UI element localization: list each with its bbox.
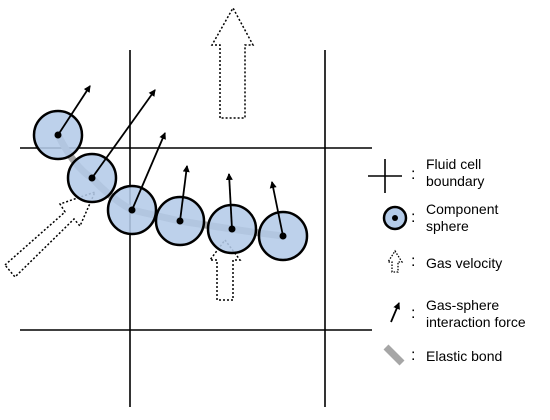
legend-symbols	[368, 159, 408, 366]
force-arrow-1	[57, 85, 91, 136]
force-arrow-2	[91, 89, 156, 179]
legend-gas-line1: Gas velocity	[426, 255, 503, 271]
legend-grid-line1: Fluid cell	[426, 156, 482, 172]
component-spheres	[32, 109, 309, 262]
legend-bond-line1: Elastic bond	[426, 348, 503, 364]
legend-colon-sphere: :	[411, 209, 416, 226]
legend-colon-gas: :	[411, 253, 416, 270]
force-arrow-4	[179, 165, 190, 222]
force-arrow-3	[131, 132, 166, 211]
legend-sphere-line1: Component	[426, 201, 499, 217]
force-arrow-5	[225, 173, 233, 230]
gas-velocity-arrow-top	[210, 6, 255, 119]
legend-bond-icon	[383, 344, 405, 366]
gas-velocity-arrow-left	[3, 190, 97, 279]
legend-colon-grid: :	[411, 166, 416, 183]
interaction-forces	[57, 85, 284, 237]
legend-label-force: Gas-sphere interaction force	[426, 297, 526, 331]
legend-force-line1: Gas-sphere	[426, 297, 500, 313]
legend-sphere-icon	[382, 205, 408, 231]
legend-label-gas: Gas velocity	[426, 255, 502, 272]
legend-gas-velocity-icon	[386, 249, 404, 273]
legend-colon-force: :	[411, 305, 416, 322]
legend-force-icon	[390, 302, 400, 323]
legend-force-line2: interaction force	[426, 314, 526, 330]
legend-label-bond: Elastic bond	[426, 348, 502, 365]
legend-grid-icon	[368, 159, 402, 193]
legend-grid-line2: boundary	[426, 173, 485, 189]
legend-sphere-line2: sphere	[426, 218, 469, 234]
legend-label-sphere: Component sphere	[426, 201, 498, 235]
legend-colon-bond: :	[411, 347, 416, 364]
gas-velocity-arrows	[3, 6, 255, 301]
force-arrow-6	[269, 181, 284, 237]
legend-label-grid: Fluid cell boundary	[426, 156, 484, 190]
